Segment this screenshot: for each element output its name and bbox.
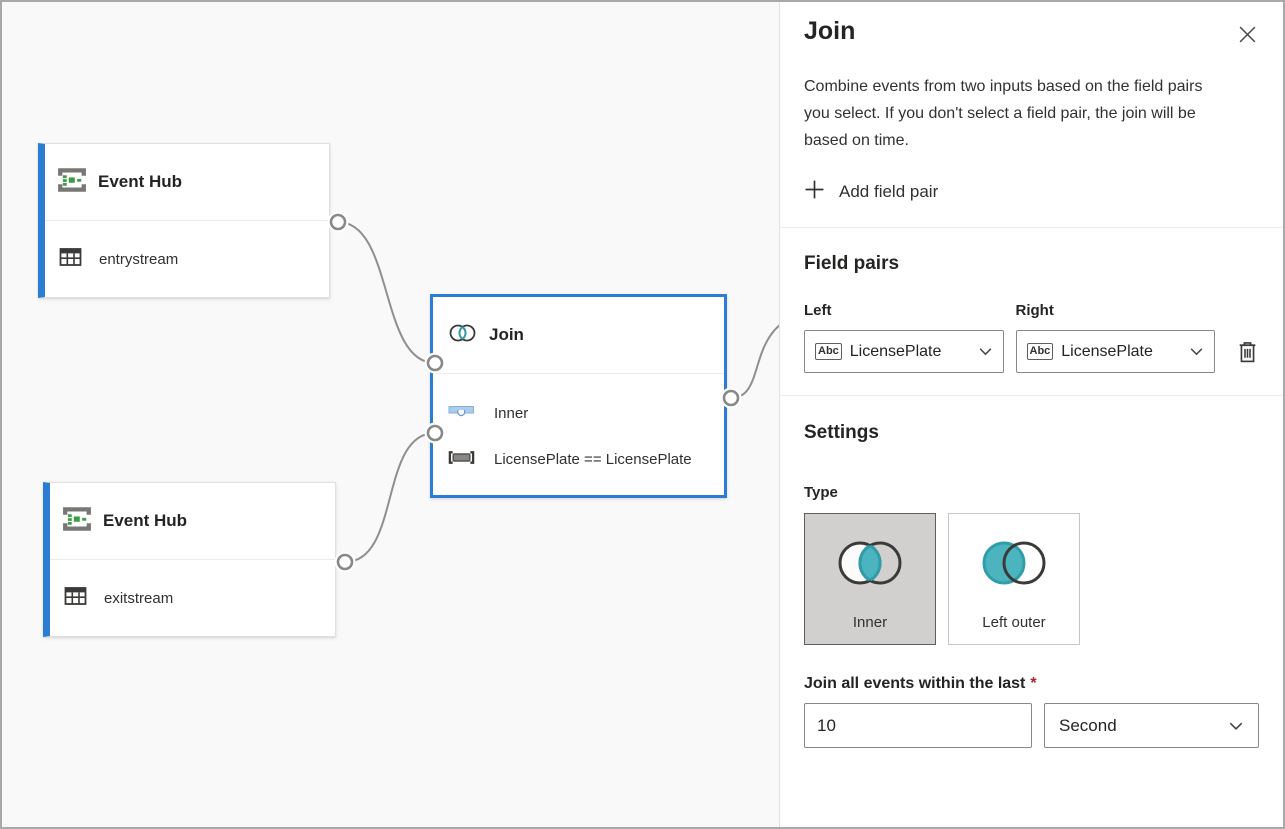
connector-exit-to-join <box>344 432 436 563</box>
chevron-down-icon <box>1189 344 1204 359</box>
join-type-value: Inner <box>494 404 529 422</box>
section-divider <box>780 395 1283 396</box>
node-header: Event Hub <box>45 144 329 220</box>
diagram-canvas[interactable]: Event Hub entrystream <box>2 2 779 827</box>
node-divider <box>433 373 724 374</box>
node-stream-row: exitstream <box>50 560 335 636</box>
inner-join-icon <box>448 404 475 422</box>
stream-name: entrystream <box>99 250 179 268</box>
join-type-label: Type <box>804 484 838 501</box>
node-join[interactable]: Join Inner <box>430 294 727 498</box>
license-plate-icon <box>448 450 475 469</box>
venn-diagram-icon <box>448 323 477 348</box>
right-field-value: LicensePlate <box>1061 342 1153 360</box>
panel-description: Combine events from two inputs based on … <box>804 78 1203 149</box>
connector-join-output <box>730 324 779 399</box>
left-field-dropdown[interactable]: Abc LicensePlate <box>804 330 1004 373</box>
left-outer-join-venn-icon <box>978 514 1050 614</box>
event-hub-icon <box>62 506 92 537</box>
field-pair-right-column: Right Abc LicensePlate <box>1015 302 1215 373</box>
node-header: Event Hub <box>50 483 335 559</box>
join-window-label-row: Join all events within the last * <box>780 675 1283 693</box>
field-pair-left-column: Left Abc LicensePlate <box>804 302 1004 373</box>
node-header: Join <box>433 297 724 373</box>
node-title: Event Hub <box>103 511 188 530</box>
port-entry-output[interactable] <box>327 211 349 233</box>
join-type-row: Inner <box>433 390 724 436</box>
abc-badge: Abc <box>1026 343 1054 360</box>
left-field-label: Left <box>804 302 832 319</box>
delete-field-pair-button[interactable] <box>1234 330 1259 373</box>
port-exit-output[interactable] <box>334 551 356 573</box>
section-divider <box>780 227 1283 228</box>
node-title: Event Hub <box>98 172 183 191</box>
trash-icon <box>1236 340 1259 364</box>
join-type-option-left-outer[interactable]: Left outer <box>948 513 1080 645</box>
chevron-down-icon <box>1228 718 1244 734</box>
table-icon <box>63 585 88 611</box>
window-unit-value: Second <box>1059 715 1117 735</box>
settings-heading: Settings <box>804 422 879 443</box>
window-unit-dropdown[interactable]: Second <box>1044 703 1259 748</box>
field-pair-row: Left Abc LicensePlate Right Abc LicenseP… <box>780 302 1283 373</box>
node-divider <box>50 559 335 560</box>
node-stream-row: entrystream <box>45 221 329 297</box>
join-condition-row: LicensePlate == LicensePlate <box>433 436 724 482</box>
window-duration-input[interactable] <box>804 703 1032 748</box>
chevron-down-icon <box>978 344 993 359</box>
close-icon <box>1238 26 1257 47</box>
join-config-panel: Join Combine events from two inputs base… <box>779 2 1283 827</box>
right-field-dropdown[interactable]: Abc LicensePlate <box>1015 330 1215 373</box>
add-field-pair-button[interactable]: Add field pair <box>804 179 938 205</box>
abc-badge: Abc <box>815 343 842 360</box>
required-marker: * <box>1030 675 1037 692</box>
add-field-pair-label: Add field pair <box>839 182 939 201</box>
node-event-hub-exit[interactable]: Event Hub exitstream <box>43 482 336 637</box>
table-icon <box>58 246 83 272</box>
plus-icon <box>804 179 825 205</box>
node-title: Join <box>489 325 524 344</box>
inner-join-venn-icon <box>834 514 906 614</box>
event-hub-icon <box>57 167 87 198</box>
connector-entry-to-join <box>337 221 436 364</box>
node-divider <box>45 220 329 221</box>
join-type-option-label: Left outer <box>982 614 1046 631</box>
stream-name: exitstream <box>104 589 174 607</box>
join-type-options: Inner Left outer <box>780 513 1283 645</box>
field-pairs-heading: Field pairs <box>804 253 900 274</box>
node-event-hub-entry[interactable]: Event Hub entrystream <box>38 143 330 298</box>
left-field-value: LicensePlate <box>849 342 942 360</box>
join-node-body: Inner LicensePlate == LicensePlate <box>433 374 724 482</box>
join-type-option-inner[interactable]: Inner <box>804 513 936 645</box>
join-condition-value: LicensePlate == LicensePlate <box>494 450 692 468</box>
join-window-label: Join all events within the last <box>804 675 1026 692</box>
join-window-inputs: Second <box>780 703 1283 748</box>
join-type-option-label: Inner <box>852 614 888 631</box>
right-field-label: Right <box>1015 302 1054 319</box>
close-panel-button[interactable] <box>1234 21 1261 48</box>
panel-header: Join <box>780 2 1283 48</box>
panel-title: Join <box>804 17 856 45</box>
